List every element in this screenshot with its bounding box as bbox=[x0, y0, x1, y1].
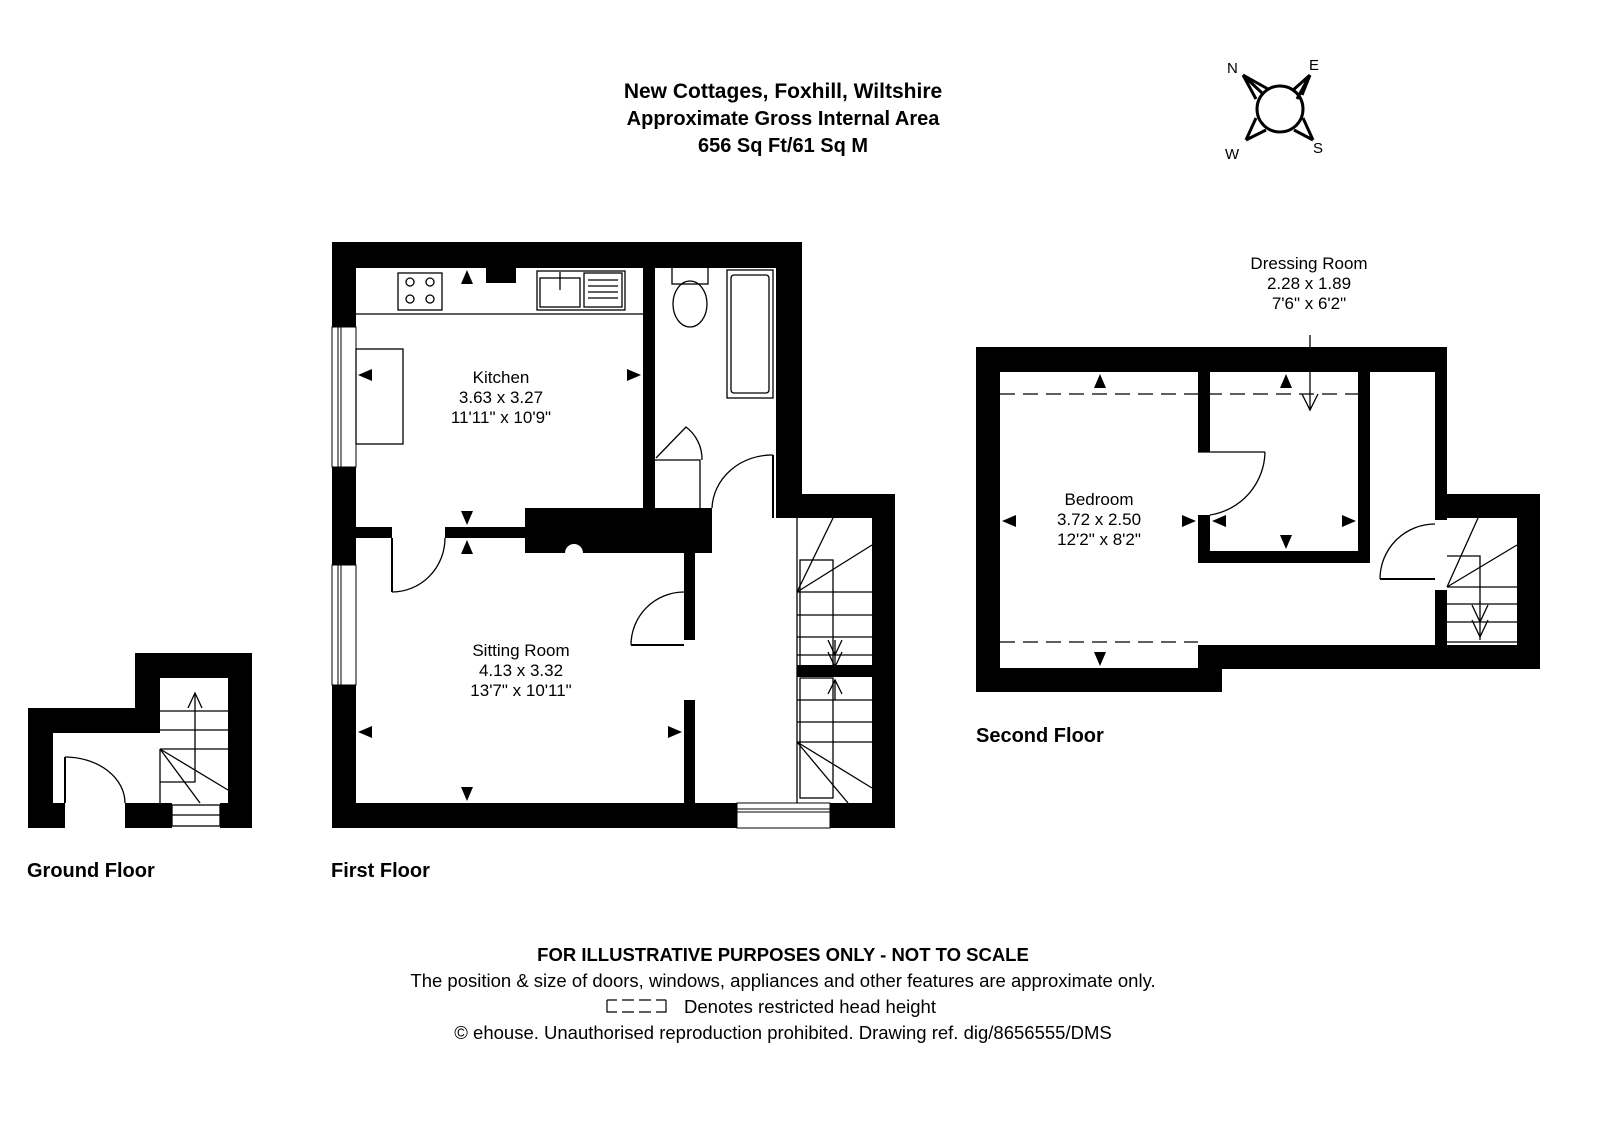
page-title: New Cottages, Foxhill, Wiltshire bbox=[623, 80, 943, 103]
room-label-sitting-room: Sitting Room 4.13 x 3.32 13'7" x 10'11" bbox=[470, 641, 571, 701]
room-name: Kitchen bbox=[472, 368, 530, 387]
room-label-bedroom: Bedroom 3.72 x 2.50 12'2" x 8'2" bbox=[1057, 490, 1141, 550]
approximation-note: The position & size of doors, windows, a… bbox=[410, 970, 1156, 991]
gross-area: 656 Sq Ft/61 Sq M bbox=[697, 135, 869, 157]
floor-label-second: Second Floor bbox=[976, 725, 1104, 747]
room-metric: 3.72 x 2.50 bbox=[1056, 510, 1142, 529]
room-imperial: 12'2" x 8'2" bbox=[1057, 530, 1141, 549]
legend-text: Denotes restricted head height bbox=[684, 996, 936, 1017]
compass-north-label: N bbox=[1227, 60, 1238, 77]
page-subtitle: Approximate Gross Internal Area bbox=[626, 108, 940, 130]
copyright: © ehouse. Unauthorised reproduction proh… bbox=[454, 1022, 1112, 1043]
room-label-kitchen: Kitchen 3.63 x 3.27 11'11" x 10'9" bbox=[451, 368, 551, 428]
compass-icon bbox=[1241, 73, 1315, 142]
restricted-head-height-legend-icon bbox=[606, 999, 667, 1013]
room-imperial: 7'6" x 6'2" bbox=[1271, 294, 1347, 313]
room-name: Sitting Room bbox=[472, 641, 570, 660]
room-name: Dressing Room bbox=[1250, 254, 1368, 273]
room-metric: 4.13 x 3.32 bbox=[478, 661, 564, 680]
room-imperial: 13'7" x 10'11" bbox=[470, 681, 572, 700]
room-metric: 2.28 x 1.89 bbox=[1266, 274, 1352, 293]
compass-west-label: W bbox=[1225, 146, 1240, 163]
room-name: Bedroom bbox=[1064, 490, 1134, 509]
compass-east-label: E bbox=[1309, 57, 1320, 74]
disclaimer: FOR ILLUSTRATIVE PURPOSES ONLY - NOT TO … bbox=[537, 944, 1029, 965]
second-floor-plan bbox=[976, 335, 1540, 692]
ground-floor-plan bbox=[28, 653, 252, 828]
room-label-dressing-room: Dressing Room 2.28 x 1.89 7'6" x 6'2" bbox=[1250, 254, 1367, 314]
floor-label-first: First Floor bbox=[331, 860, 430, 882]
room-metric: 3.63 x 3.27 bbox=[458, 388, 544, 407]
first-floor-plan bbox=[331, 242, 895, 829]
room-imperial: 11'11" x 10'9" bbox=[450, 408, 552, 427]
compass-south-label: S bbox=[1313, 140, 1324, 157]
floor-label-ground: Ground Floor bbox=[27, 860, 155, 882]
